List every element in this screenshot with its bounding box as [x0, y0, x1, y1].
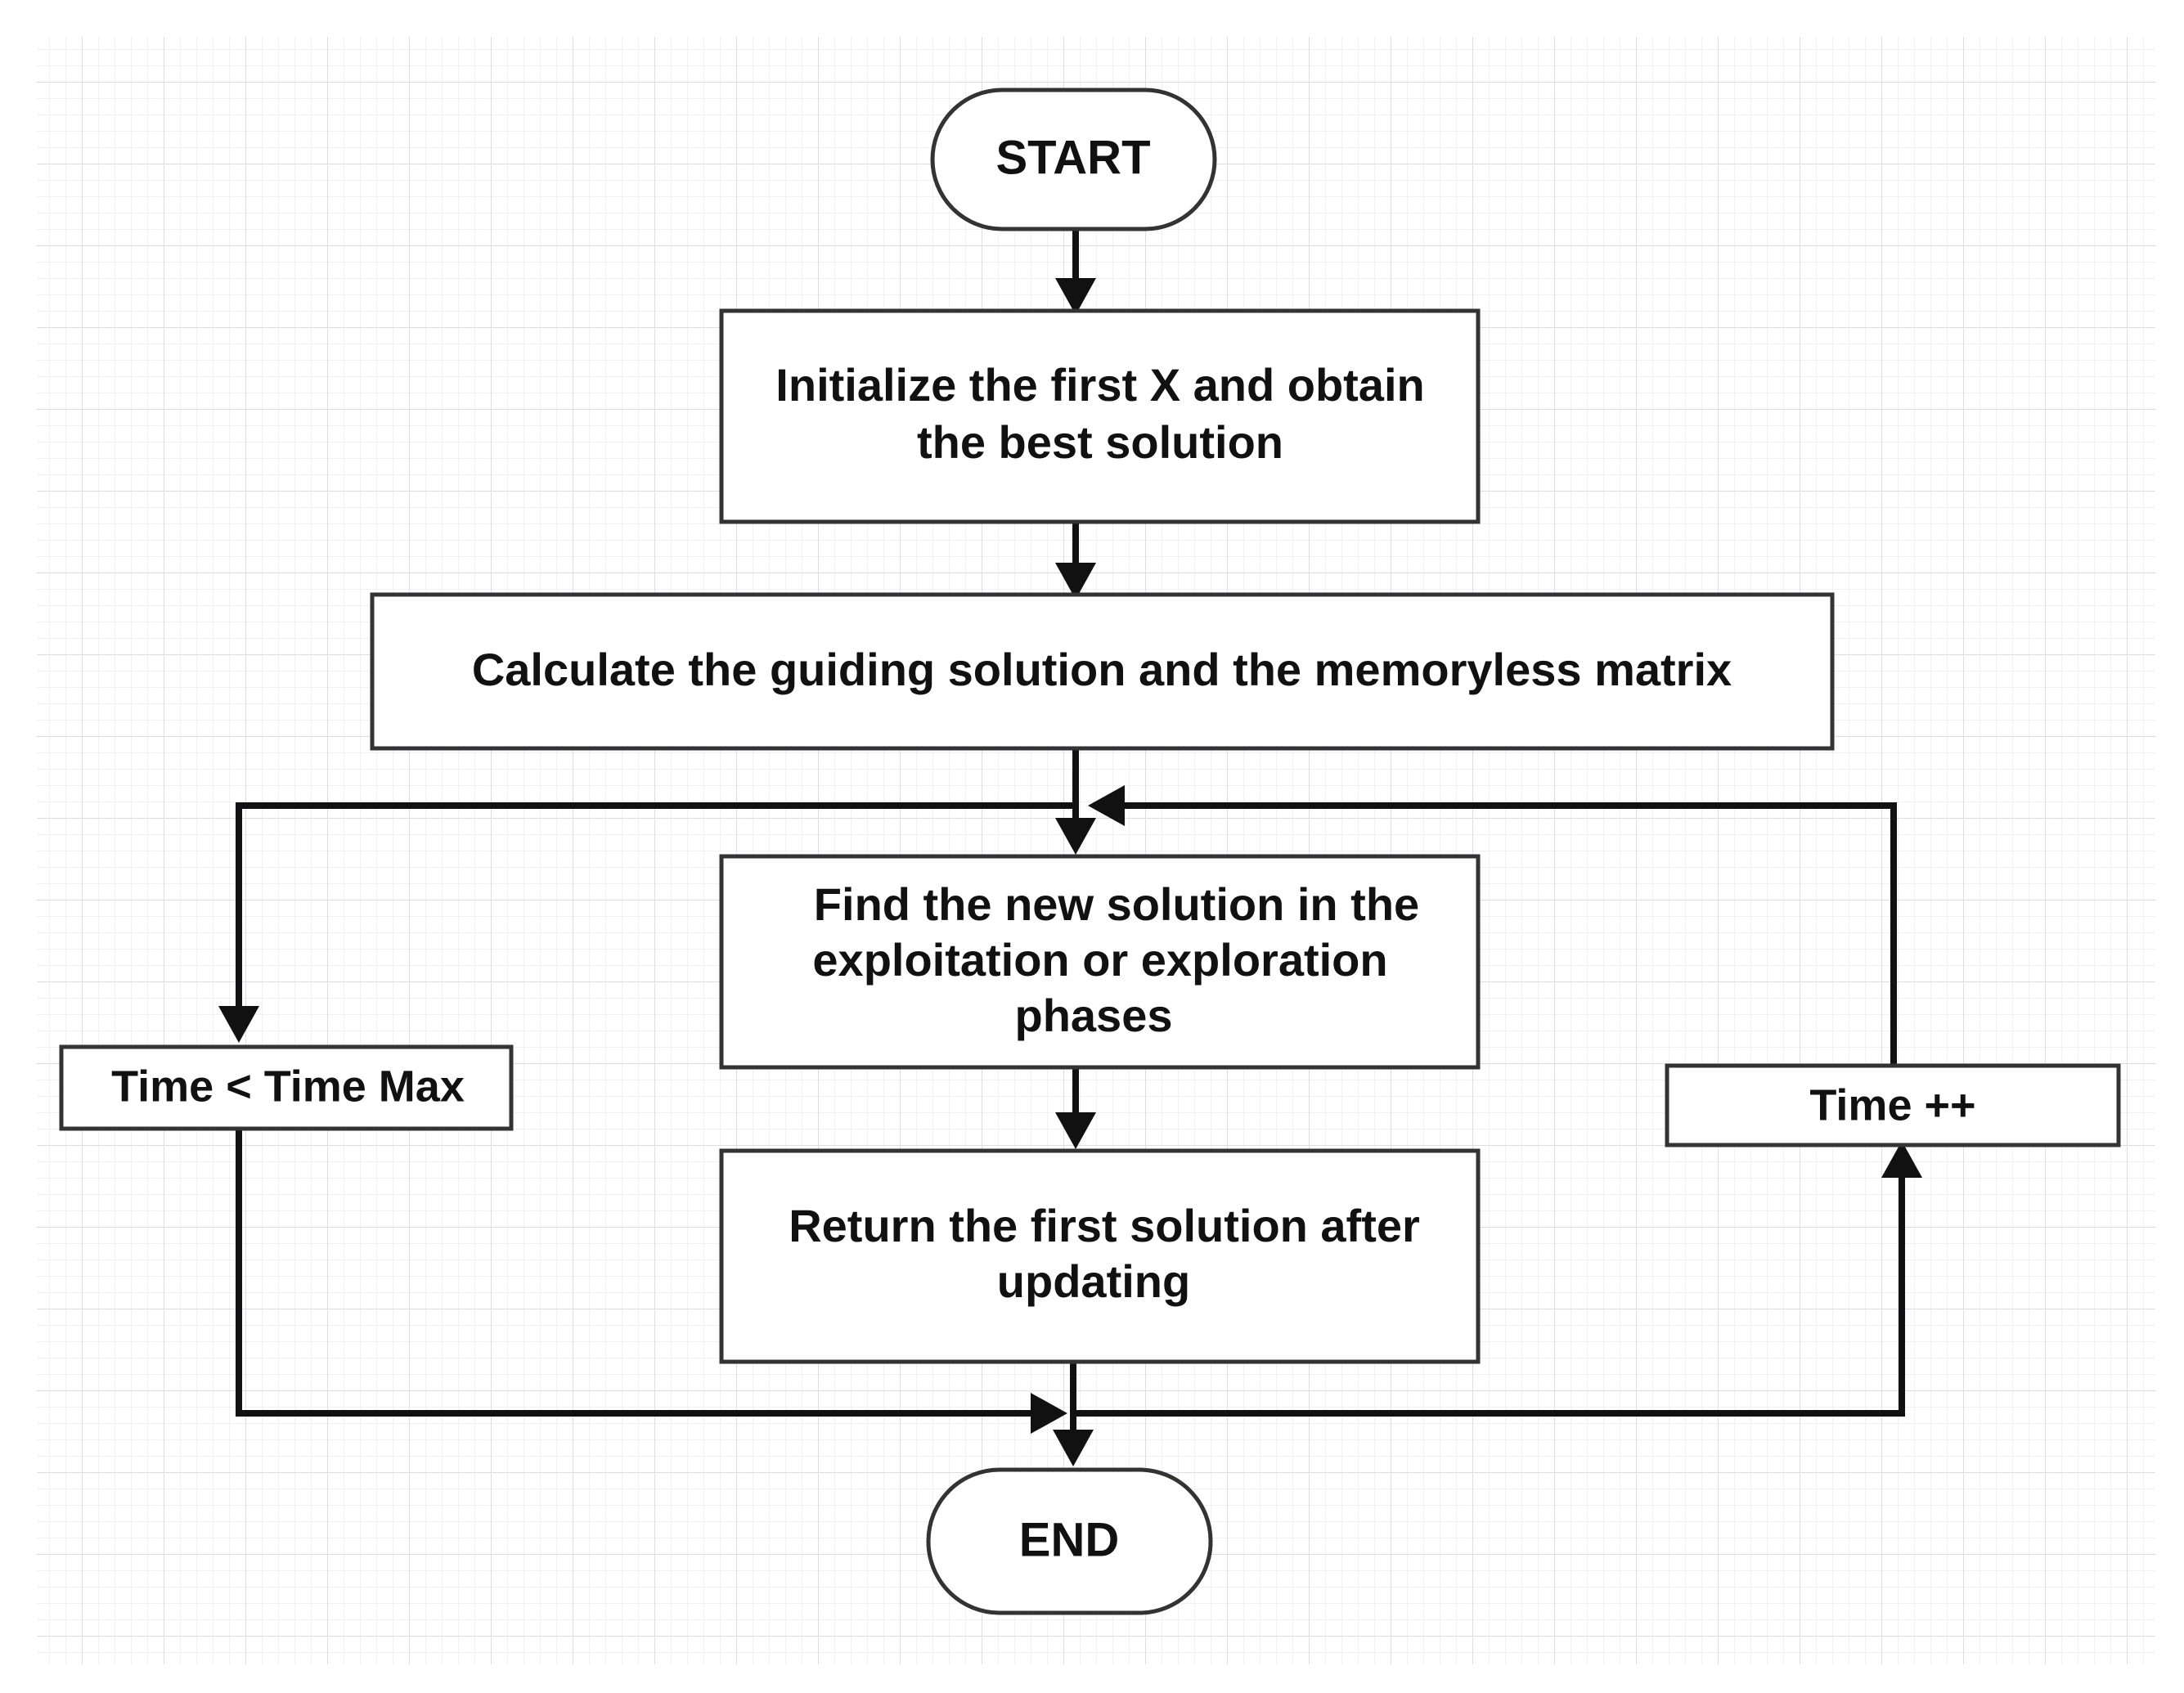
- end-terminator: [926, 1467, 1213, 1615]
- find-process-line-3: phases: [1015, 990, 1173, 1041]
- arrowhead-to-cond: [218, 1006, 259, 1043]
- arrowhead-bottom-join: [1031, 1393, 1067, 1434]
- connector-inc-junction: [1112, 802, 1897, 1066]
- start-label: START: [995, 131, 1150, 184]
- init-process-line-1: Initialize the first X and obtain: [775, 359, 1424, 411]
- find-process-box: [719, 854, 1481, 1070]
- arrowheads: [218, 278, 1922, 1466]
- grid-background: [37, 37, 2155, 1664]
- condition-label: Time < Time Max: [111, 1062, 465, 1111]
- arrowhead-loop-back: [1088, 785, 1125, 826]
- start-terminator: [930, 88, 1217, 231]
- find-process-line-1: Find the new solution in the: [814, 878, 1419, 930]
- init-process-line-2: the best solution: [917, 416, 1283, 468]
- connector-junction-cond: [236, 802, 1076, 1010]
- arrowhead-to-ret: [1055, 1112, 1096, 1149]
- return-process-line-2: updating: [997, 1255, 1190, 1307]
- increment-label: Time ++: [1809, 1080, 1975, 1129]
- end-label: END: [1019, 1513, 1119, 1566]
- increment-box: [1665, 1063, 2121, 1147]
- connectors: [236, 231, 1905, 1433]
- arrowhead-to-calc: [1055, 563, 1096, 600]
- arrowhead-to-inc: [1881, 1141, 1922, 1178]
- calc-process-label: Calculate the guiding solution and the m…: [472, 644, 1732, 695]
- arrowhead-to-init: [1055, 278, 1096, 315]
- condition-box: [59, 1044, 514, 1131]
- arrowhead-to-end: [1053, 1430, 1094, 1466]
- find-process-line-2: exploitation or exploration: [812, 934, 1387, 986]
- return-process-box: [719, 1148, 1481, 1364]
- return-process-line-1: Return the first solution after: [789, 1200, 1420, 1251]
- connector-cond-bottom: [236, 1129, 1043, 1417]
- arrowhead-to-find: [1055, 818, 1096, 855]
- calc-process-box: [370, 592, 1835, 751]
- init-process-box: [719, 308, 1481, 524]
- connector-bottom-inc: [1073, 1161, 1905, 1417]
